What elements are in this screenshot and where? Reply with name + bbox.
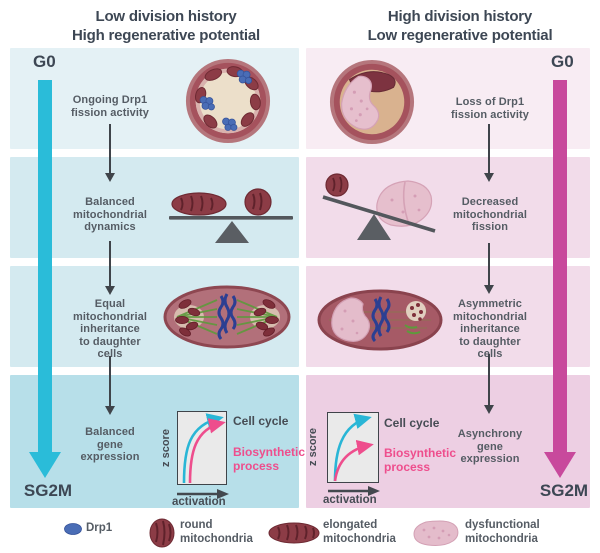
balanced-seesaw-image (169, 188, 293, 243)
right-cycle-arrowhead (544, 452, 576, 478)
left-connector2-arrow-icon (104, 286, 115, 295)
tilted-seesaw-image (322, 173, 436, 240)
dysfunctional-mitochondria-icon (413, 520, 459, 546)
right-chart-biosynthetic-label: Biosynthetic process (384, 446, 457, 474)
legend-dysfunctional-label: dysfunctional mitochondria (465, 519, 540, 545)
left-cycle-arrow-shaft (38, 80, 52, 452)
legend-drp1-label: Drp1 (86, 522, 113, 534)
left-cycle-arrowhead (29, 452, 61, 478)
right-connector2-arrow-icon (483, 285, 494, 294)
right-connector1-shaft (488, 124, 490, 173)
left-chart-xaxis-arrow-icon (177, 489, 229, 499)
right-step4-label: Asynchrony gene expression (457, 428, 523, 466)
left-step4-label: Balanced gene expression (80, 426, 140, 464)
left-connector1-shaft (109, 124, 111, 173)
left-step1-label: Ongoing Drp1 fission activity (70, 94, 149, 119)
right-chart-cellcycle-label: Cell cycle (384, 416, 440, 430)
right-chart-xlabel: activation (323, 494, 377, 506)
left-chart-xlabel: activation (172, 496, 226, 508)
left-connector3-shaft (109, 356, 111, 406)
right-column-header: High division history Low regenerative p… (354, 7, 566, 45)
left-chart-ylabel: z score (160, 429, 172, 467)
chromosomes-icon (217, 293, 237, 340)
right-sg2m-label: SG2M (539, 481, 589, 500)
drp1-clusters-icon (199, 69, 253, 131)
right-chart-xaxis-arrow-icon (328, 486, 380, 496)
left-panel-row4 (10, 375, 299, 508)
left-chart-biosynthetic-label: Biosynthetic process (233, 445, 306, 473)
left-sg2m-label: SG2M (23, 481, 73, 500)
left-connector3-arrow-icon (104, 406, 115, 415)
right-step2-label: Decreased mitochondrial fission (452, 196, 528, 234)
right-cycle-arrow-shaft (553, 80, 567, 452)
drp1-dot-icon (64, 523, 82, 535)
right-header-line1: High division history (387, 8, 533, 25)
right-connector3-arrow-icon (483, 405, 494, 414)
left-step2-label: Balanced mitochondrial dynamics (72, 196, 148, 234)
left-column-header: Low division history High regenerative p… (60, 7, 272, 45)
round-mitochondria-icon (149, 518, 175, 548)
asymmetric-division-cell-image (317, 289, 443, 351)
elongated-mitochondria-icon (268, 522, 320, 544)
right-cell-g0-image (329, 59, 415, 145)
right-header-line2: Low regenerative potential (367, 27, 553, 44)
right-connector1-arrow-icon (483, 173, 494, 182)
legend-elongated-label: elongated mitochondria (323, 519, 396, 545)
left-chart-cellcycle-label: Cell cycle (233, 414, 289, 428)
equal-division-cell-image (163, 285, 291, 349)
left-header-line1: Low division history (95, 8, 237, 25)
right-g0-label: G0 (551, 52, 574, 71)
right-connector2-shaft (488, 243, 490, 285)
right-chart-ylabel: z score (307, 428, 319, 466)
left-step3-label: Equal mitochondrial inheritance to daugh… (72, 298, 148, 361)
right-step3-label: Asymmetric mitochondrial inheritance to … (452, 298, 528, 361)
left-g0-label: G0 (33, 52, 56, 71)
left-chart-curves (182, 413, 226, 484)
left-connector1-arrow-icon (104, 173, 115, 182)
right-step1-label: Loss of Drp1 fission activity (450, 96, 529, 121)
legend-round-label: round mitochondria (180, 519, 253, 545)
left-cell-g0-image (185, 58, 271, 144)
left-connector2-shaft (109, 241, 111, 286)
right-chart-curves (333, 413, 374, 482)
right-connector3-shaft (488, 354, 490, 405)
left-header-line2: High regenerative potential (72, 27, 260, 44)
chromosomes-icon (371, 296, 391, 343)
